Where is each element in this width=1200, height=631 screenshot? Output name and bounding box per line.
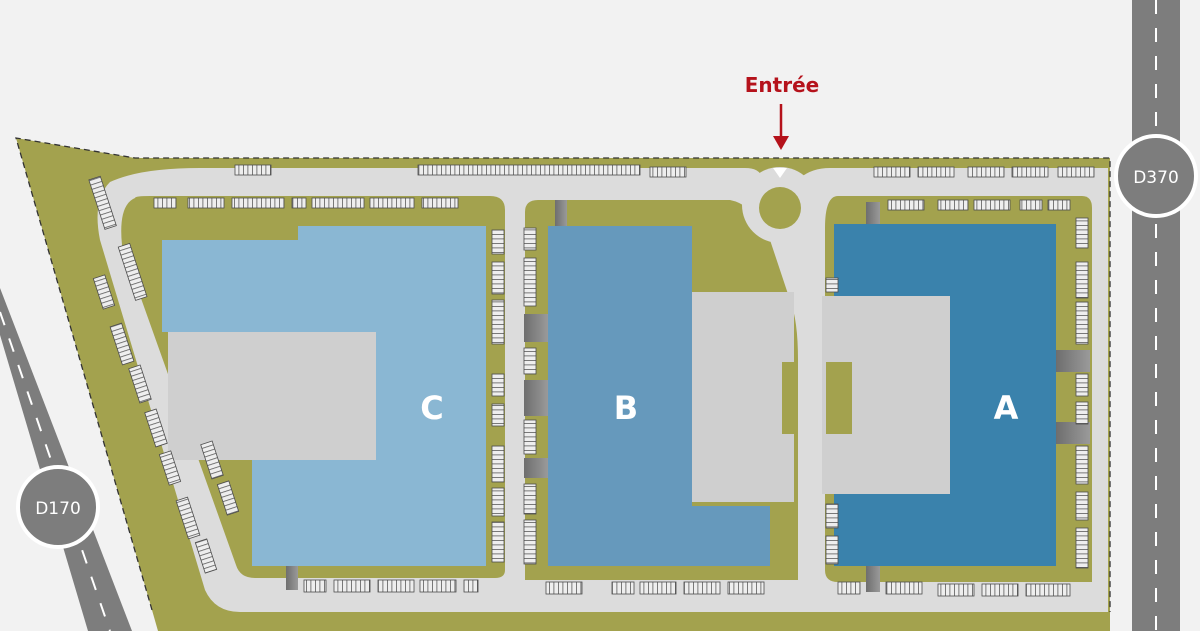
building-c xyxy=(162,226,486,566)
entrance-arrow-icon xyxy=(773,168,787,178)
road-d370 xyxy=(1132,0,1180,631)
building-a-label: A xyxy=(994,389,1019,427)
parking-spaces xyxy=(88,164,1095,597)
loading-yards xyxy=(168,292,950,502)
road-badge-d170: D170 xyxy=(16,465,100,549)
site-boundary xyxy=(15,137,1111,612)
entrance-label: Entrée xyxy=(745,73,819,97)
entrance-pointer-head-icon xyxy=(773,136,789,150)
loading-docks xyxy=(286,200,1090,592)
building-c-label: C xyxy=(420,389,443,427)
building-b xyxy=(548,226,770,566)
building-b-label: B xyxy=(614,389,638,427)
road-label-d370: D370 xyxy=(1133,168,1179,188)
road-label-d170: D170 xyxy=(35,499,81,519)
road-badge-d370: D370 xyxy=(1114,134,1198,218)
building-a xyxy=(834,224,1056,566)
roundabout-island xyxy=(759,187,801,229)
